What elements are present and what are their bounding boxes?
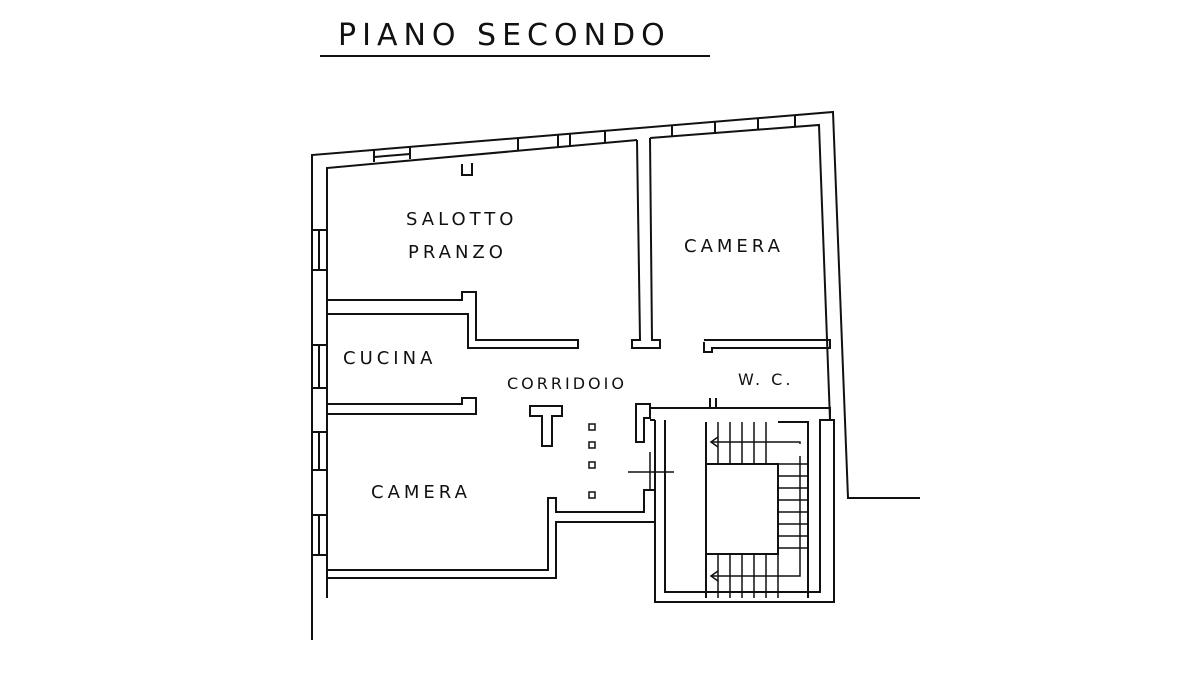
wall-salotto-cucina bbox=[327, 291, 579, 349]
label-camera-top: CAMERA bbox=[684, 236, 784, 257]
top-pier bbox=[461, 163, 473, 176]
stair-enclosure bbox=[654, 419, 835, 603]
stair-arrow-down bbox=[709, 456, 801, 582]
left-windows bbox=[312, 229, 327, 556]
label-salotto: SALOTTO bbox=[406, 209, 517, 230]
wc-pier bbox=[709, 398, 717, 409]
stair-well bbox=[705, 463, 779, 555]
corridor-marks bbox=[588, 423, 596, 499]
label-corridoio: CORRIDOIO bbox=[507, 374, 627, 393]
wall-camera-wc bbox=[703, 339, 831, 353]
outer-wall-inner bbox=[326, 123, 831, 598]
stair-run bbox=[705, 421, 809, 598]
plan-title: PIANO SECONDO bbox=[338, 18, 671, 53]
wall-salotto-camera bbox=[631, 137, 661, 349]
label-pranzo: PRANZO bbox=[408, 242, 507, 263]
outer-wall-outer bbox=[311, 110, 920, 640]
top-windows bbox=[373, 115, 796, 162]
wall-camera-corridor bbox=[327, 489, 656, 579]
stair-treads bbox=[717, 422, 808, 598]
label-camera-bottom: CAMERA bbox=[371, 482, 471, 503]
stair-arrow-up bbox=[709, 436, 801, 448]
label-cucina: CUCINA bbox=[343, 348, 436, 369]
wall-wc-bottom bbox=[650, 407, 831, 421]
wall-cucina-camera bbox=[327, 397, 477, 415]
label-wc: W. C. bbox=[738, 370, 793, 389]
corridor-pillar bbox=[529, 405, 563, 447]
section-mark bbox=[628, 452, 674, 490]
corridor-jamb bbox=[635, 403, 651, 443]
